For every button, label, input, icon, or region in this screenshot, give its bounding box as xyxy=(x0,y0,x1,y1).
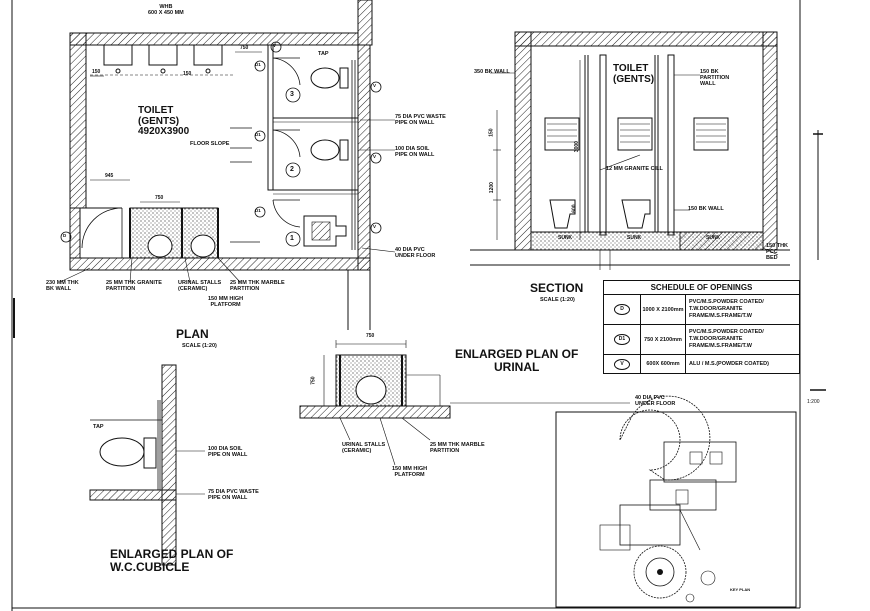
pcc-bed-label: 150 THK PCC BED xyxy=(766,243,789,261)
door-tag: D xyxy=(63,233,67,238)
door-tag: D1 xyxy=(255,208,261,213)
wc-waste-label: 75 DIA PVC WASTE PIPE ON WALL xyxy=(208,489,259,501)
door-tag: D1 xyxy=(255,62,261,67)
bk-wall-label: 150 BK WALL xyxy=(688,206,724,212)
vent-tag: V xyxy=(373,154,377,159)
cubicle-number: 3 xyxy=(290,91,294,98)
section-title: SECTION xyxy=(530,281,584,295)
urinal-platform-label: 150 MM HIGH PLATFORM xyxy=(392,466,428,478)
door-tag: D1 xyxy=(255,132,261,137)
schedule-title: SCHEDULE OF OPENINGS xyxy=(604,281,799,295)
pvc-under-label: 40 DIA PVC UNDER FLOOR xyxy=(395,247,436,259)
opening-tag: D xyxy=(614,304,630,315)
opening-size: 750 X 2100mm xyxy=(641,325,686,354)
pvc-waste-label: 75 DIA PVC WASTE PIPE ON WALL xyxy=(395,114,446,126)
section-wall-right: 150 BK PARTITION WALL xyxy=(700,69,730,87)
section-scale: SCALE (1:20) xyxy=(540,297,575,303)
plan-drawing xyxy=(59,0,396,330)
opening-description: PVC/M.S.POWDER COATED/ T.W.DOOR/GRANITE … xyxy=(689,329,764,349)
sunk-label: SUNK xyxy=(706,235,721,241)
plan-title: PLAN xyxy=(176,327,209,341)
urinal-stalls-label: URINAL STALLS (CERAMIC) xyxy=(342,442,386,454)
urinal-marble-label: 25 MM THK MARBLE PARTITION xyxy=(430,442,485,454)
schedule-of-openings-table: SCHEDULE OF OPENINGS D 1000 X 2100mm PVC… xyxy=(603,280,800,374)
cubicle-number: 2 xyxy=(290,166,294,173)
wc-title: ENLARGED PLAN OF W.C.CUBICLE xyxy=(110,547,234,574)
dimension-label: 150 xyxy=(92,69,101,75)
urinal-title: ENLARGED PLAN OF URINAL xyxy=(455,347,579,374)
urinal-drawing xyxy=(299,340,630,466)
vent-tag: V xyxy=(373,224,377,229)
section-toilet-title: TOILET (GENTS) xyxy=(613,63,655,85)
opening-tag: D1 xyxy=(614,334,630,345)
section-wall-left: 350 BK WALL xyxy=(474,69,510,75)
cubicle-number: 1 xyxy=(290,235,294,242)
dimension-label: 750 xyxy=(155,195,164,201)
whb-label: WHB 600 X 450 MM xyxy=(148,4,184,16)
table-row: D1 750 X 2100mm PVC/M.S.POWDER COATED/ T… xyxy=(604,325,799,355)
sunk-label: SUNK xyxy=(558,235,573,241)
dimension-label: 150 xyxy=(183,71,192,77)
urinal-dim-top: 750 xyxy=(366,333,375,339)
opening-description: PVC/M.S.POWDER COATED/ T.W.DOOR/GRANITE … xyxy=(689,299,764,319)
section-drawing xyxy=(470,31,790,270)
sheet-border xyxy=(11,0,826,611)
platform-label: 150 MM HIGH PLATFORM xyxy=(208,296,244,308)
urinal-stalls-label: URINAL STALLS (CERAMIC) xyxy=(178,280,222,292)
wc-soil-label: 100 DIA SOIL PIPE ON WALL xyxy=(208,446,248,458)
floor-slope-label: FLOOR SLOPE xyxy=(190,141,230,147)
plan-scale: SCALE (1:20) xyxy=(182,343,217,349)
dimension-label: 945 xyxy=(105,173,114,179)
opening-description: ALU / M.S.(POWDER COATED) xyxy=(689,360,769,367)
toilet-title: TOILET (GENTS) 4920X3900 xyxy=(138,105,190,137)
opening-tag: V xyxy=(614,358,630,370)
opening-size: 1000 X 2100mm xyxy=(641,295,686,324)
table-row: V 600X 600mm ALU / M.S.(POWDER COATED) xyxy=(604,355,799,373)
tap-label: TAP xyxy=(318,51,329,57)
section-dimension: 150 xyxy=(488,128,495,137)
table-row: D 1000 X 2100mm PVC/M.S.POWDER COATED/ T… xyxy=(604,295,799,325)
vent-tag: V xyxy=(373,83,377,88)
wall-230-label: 230 MM THK BK WALL xyxy=(46,280,79,292)
margin-scale-note: 1:200 xyxy=(807,399,820,405)
urinal-dim-side: 750 xyxy=(310,376,317,385)
marble-partition-label: 25 MM THK MARBLE PARTITION xyxy=(230,280,285,292)
granite-partition-label: 25 MM THK GRANITE PARTITION xyxy=(106,280,162,292)
key-plan-drawing xyxy=(555,395,797,608)
urinal-pvc-label: 40 DIA PVC UNDER FLOOR xyxy=(635,395,676,407)
wc-drawing xyxy=(89,364,205,566)
section-dimension: 600 xyxy=(571,204,578,213)
key-plan-caption: KEY PLAN xyxy=(730,587,751,592)
sunk-label: SUNK xyxy=(627,235,642,241)
wc-tap-label: TAP xyxy=(93,424,104,430)
section-dimension: 3000 xyxy=(573,141,580,153)
section-dimension: 1200 xyxy=(488,182,495,194)
vent-tag: V xyxy=(273,43,277,48)
dimension-label: 750 xyxy=(240,45,249,51)
granite-cill-label: 12 MM GRANITE CILL xyxy=(606,166,663,172)
soil-pipe-label: 100 DIA SOIL PIPE ON WALL xyxy=(395,146,435,158)
opening-size: 600X 600mm xyxy=(641,355,686,373)
